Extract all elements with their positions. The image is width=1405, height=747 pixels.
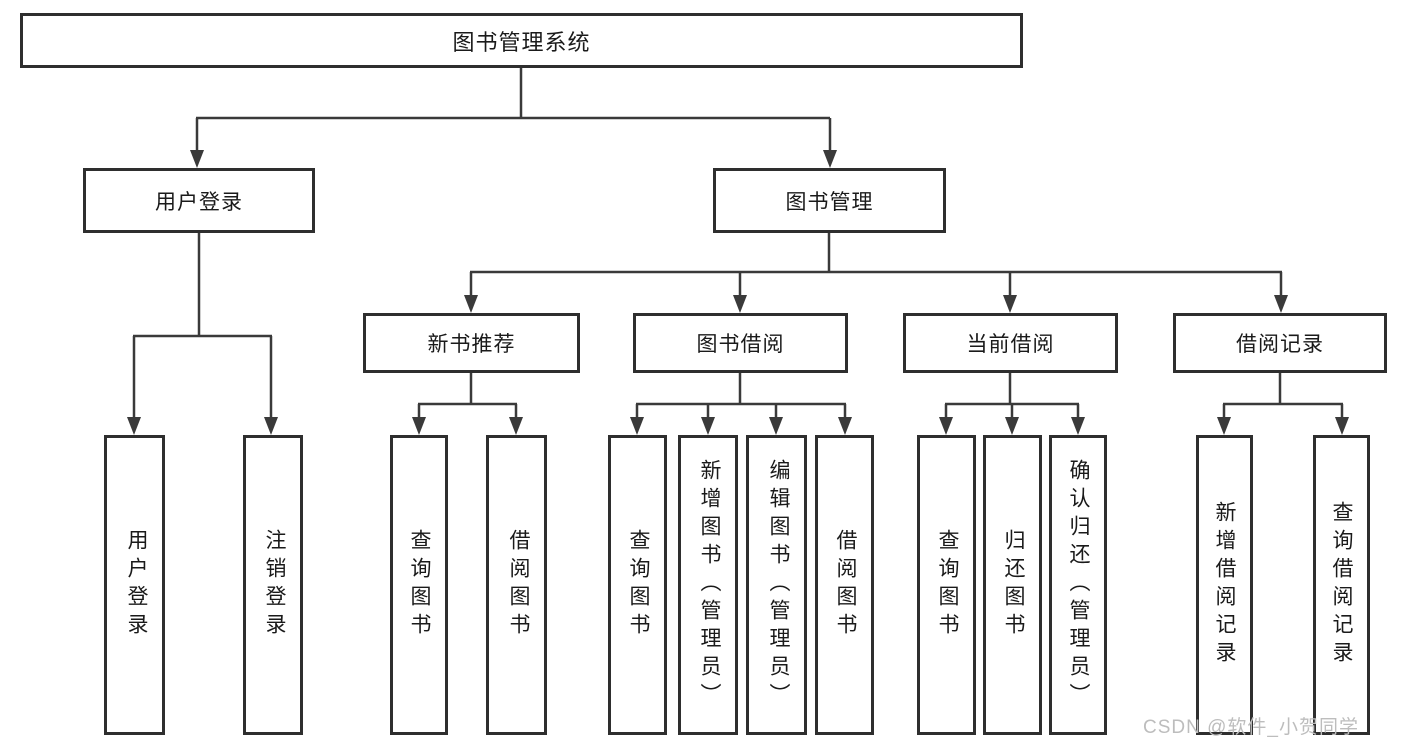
leaf-add-borrow-record: 新增借阅记录 bbox=[1196, 435, 1253, 735]
leaf-logout: 注销登录 bbox=[243, 435, 303, 735]
leaf-query-books-recommend: 查询图书 bbox=[390, 435, 448, 735]
leaf-query-books-current: 查询图书 bbox=[917, 435, 976, 735]
leaf-add-books-admin: 新增图书（管理员） bbox=[678, 435, 738, 735]
node-new-book-recommendation: 新书推荐 bbox=[363, 313, 580, 373]
node-library-management-system: 图书管理系统 bbox=[20, 13, 1023, 68]
leaf-query-borrow-record: 查询借阅记录 bbox=[1313, 435, 1370, 735]
leaf-user-login: 用户登录 bbox=[104, 435, 165, 735]
csdn-watermark: CSDN @软件_小贺同学 bbox=[1143, 717, 1359, 738]
leaf-query-books-borrowing: 查询图书 bbox=[608, 435, 667, 735]
node-current-borrowing: 当前借阅 bbox=[903, 313, 1118, 373]
leaf-borrow-books-recommend: 借阅图书 bbox=[486, 435, 547, 735]
node-borrowing-records: 借阅记录 bbox=[1173, 313, 1387, 373]
node-user-login: 用户登录 bbox=[83, 168, 315, 233]
leaf-edit-books-admin: 编辑图书（管理员） bbox=[746, 435, 807, 735]
leaf-return-books: 归还图书 bbox=[983, 435, 1042, 735]
node-book-management: 图书管理 bbox=[713, 168, 946, 233]
leaf-confirm-return-admin: 确认归还（管理员） bbox=[1049, 435, 1107, 735]
leaf-borrow-books-borrowing: 借阅图书 bbox=[815, 435, 874, 735]
node-book-borrowing: 图书借阅 bbox=[633, 313, 848, 373]
